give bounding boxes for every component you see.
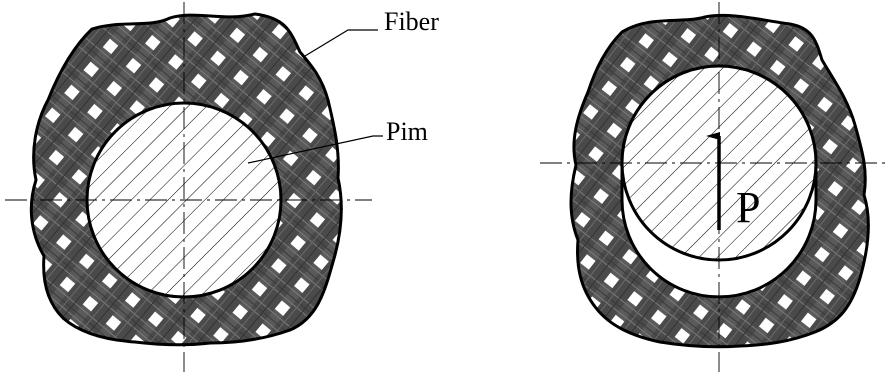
load-label: P (736, 183, 760, 232)
pin-label: Pim (386, 117, 428, 146)
panel-loaded: P (540, 2, 889, 372)
panel-unloaded: Fiber Pim (5, 2, 439, 372)
fiber-leader-line (305, 30, 378, 56)
fiber-label: Fiber (384, 7, 439, 36)
